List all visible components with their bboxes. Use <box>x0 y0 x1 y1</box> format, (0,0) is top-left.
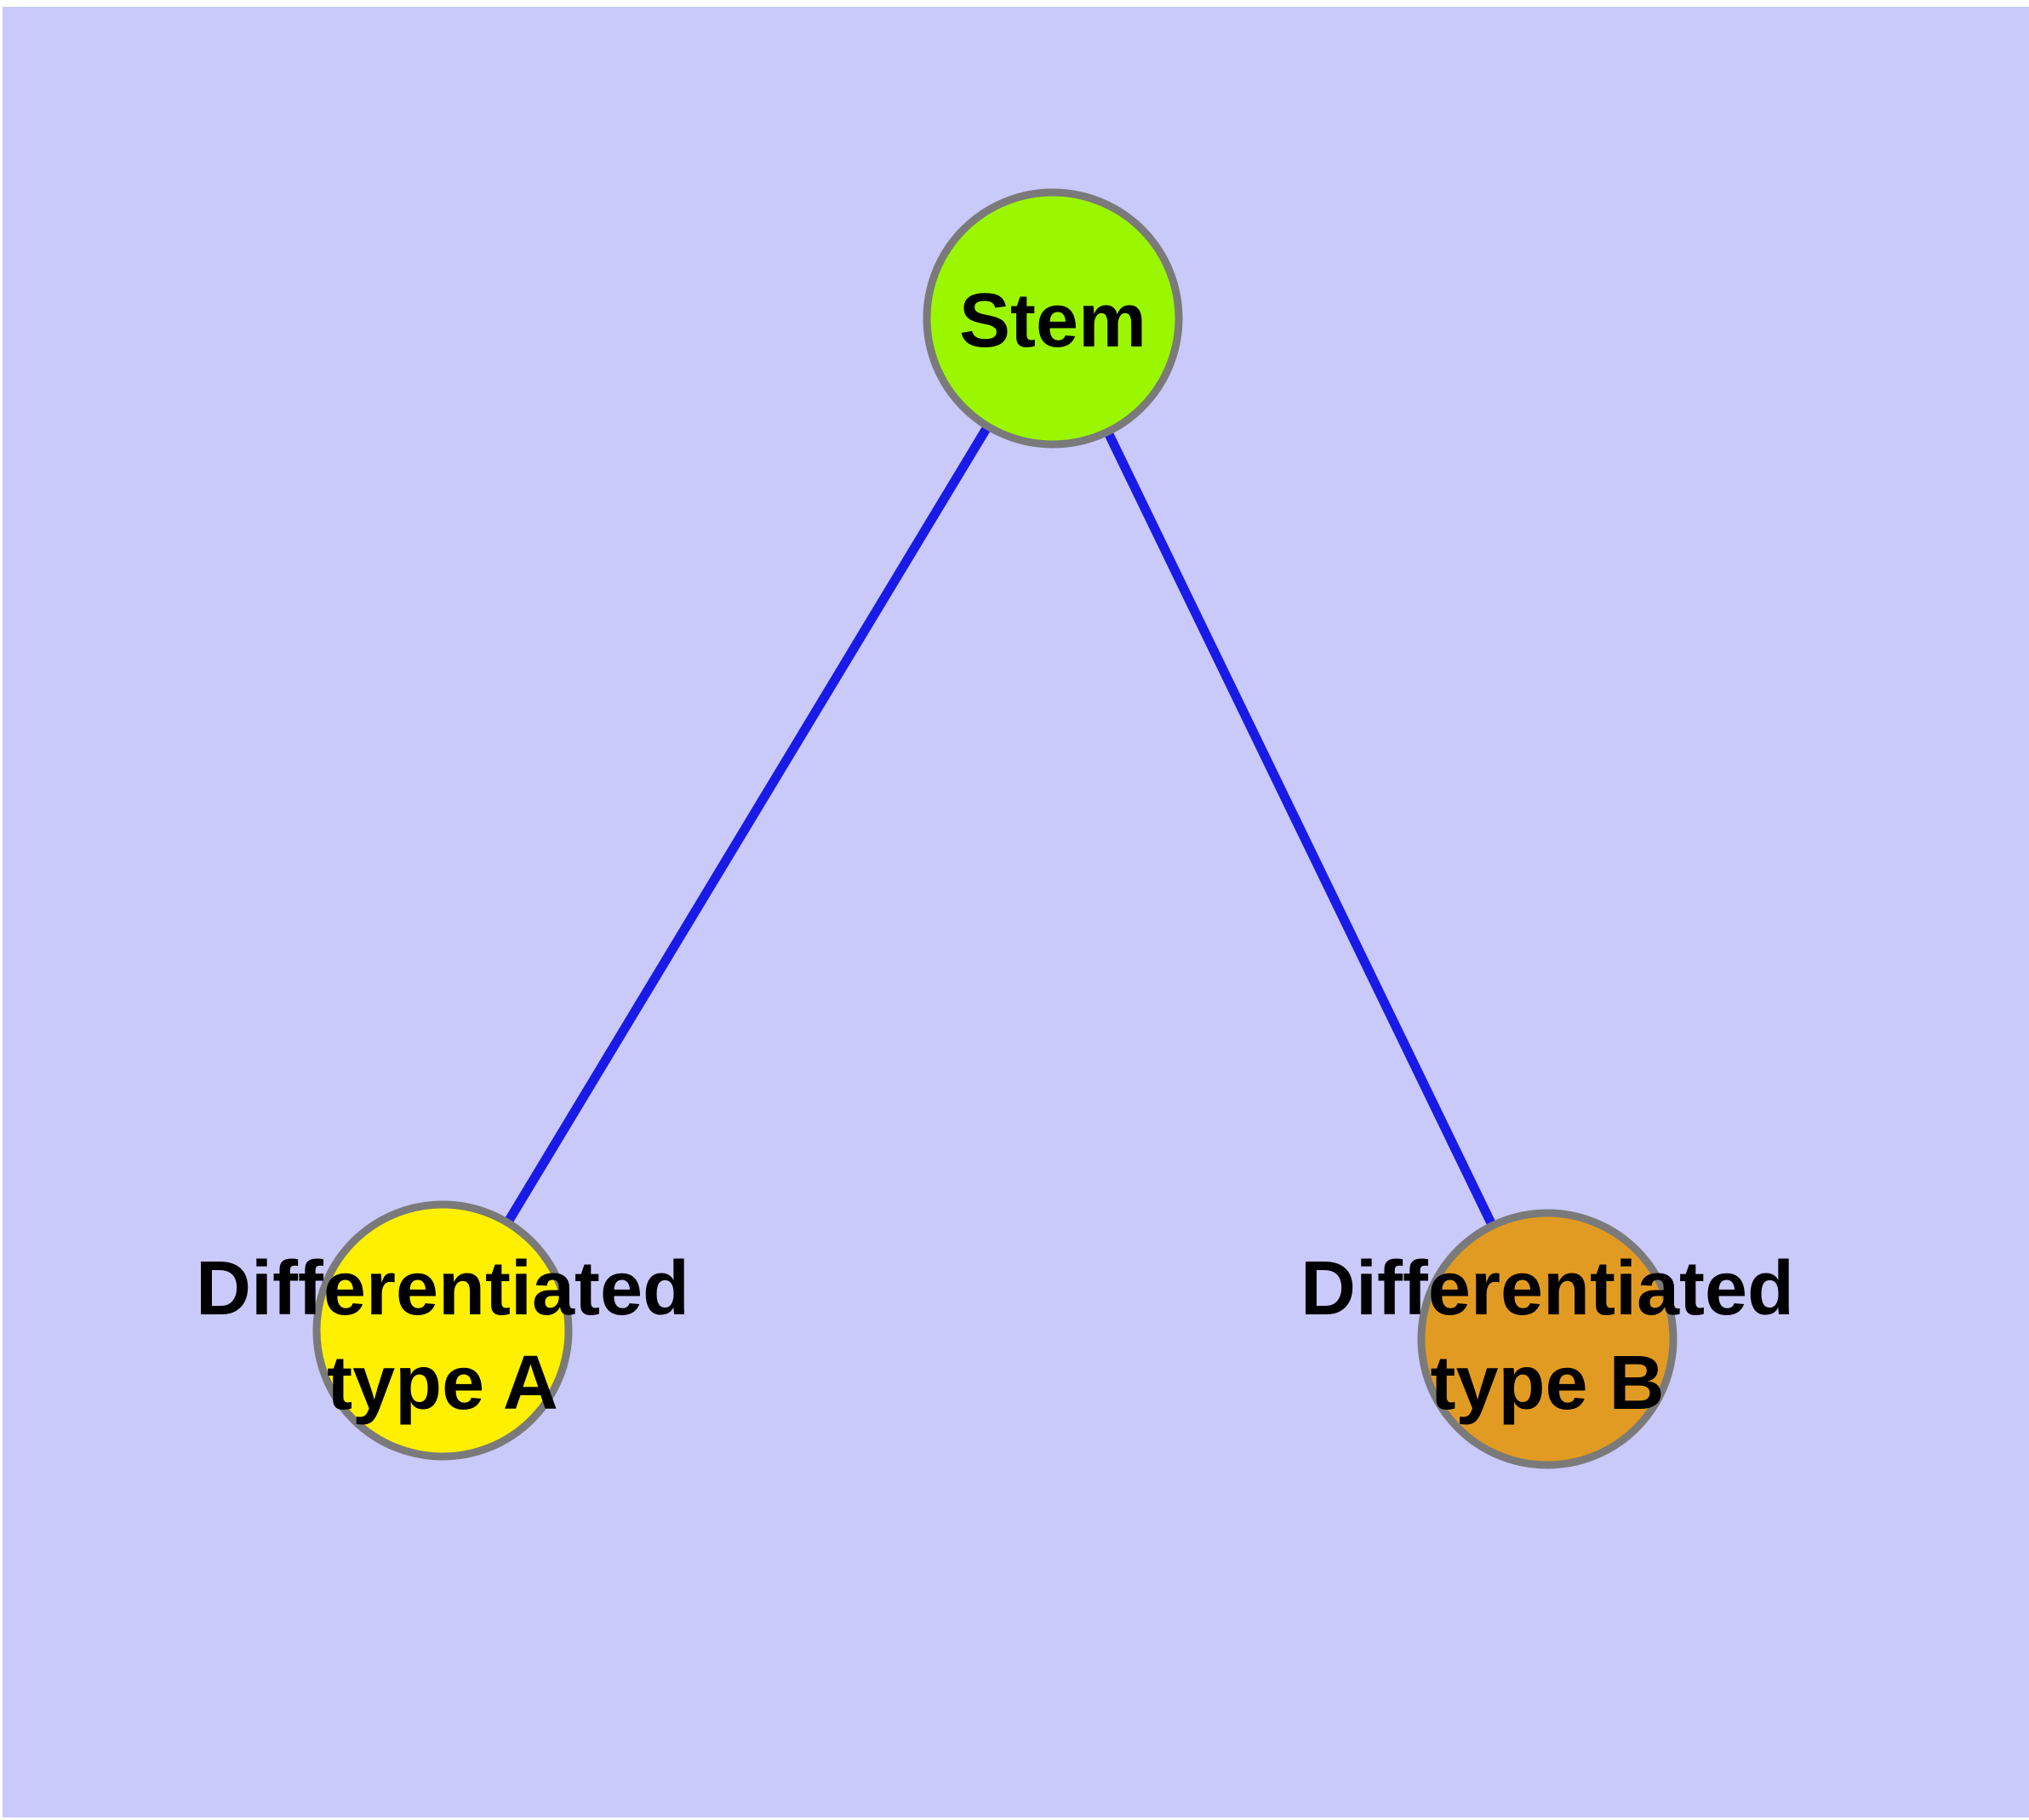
node-type-b-label-line-2: type B <box>1430 1341 1664 1426</box>
node-differentiated-type-a <box>312 1200 573 1461</box>
node-type-a-label-line-1: Differentiated <box>196 1246 689 1331</box>
node-stem <box>923 188 1183 449</box>
node-differentiated-type-b <box>1417 1209 1677 1469</box>
node-stem-label: Stem <box>959 278 1146 363</box>
node-type-a-label-line-2: type A <box>327 1341 558 1426</box>
node-type-b-label-line-1: Differentiated <box>1300 1246 1794 1331</box>
edge-stem-to-type-b <box>1049 316 1552 1342</box>
edge-stem-to-type-a <box>438 316 1057 1333</box>
